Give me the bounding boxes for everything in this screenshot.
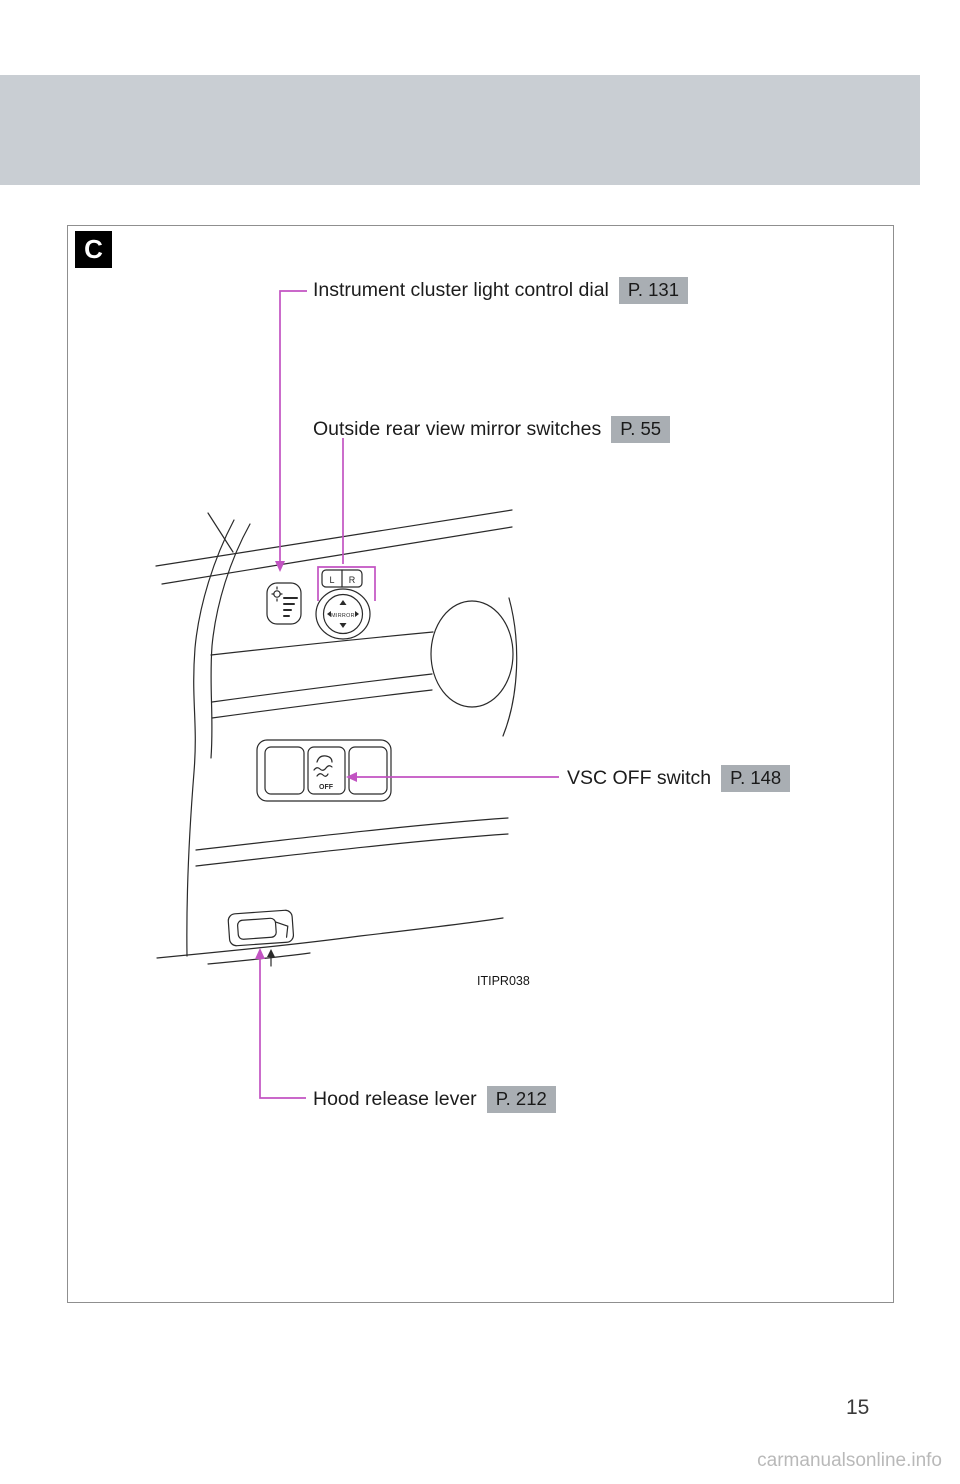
header-band [0, 75, 920, 185]
callout-instrument-dial-label: Instrument cluster light control dial [313, 279, 609, 301]
callout-mirror-switches-page-ref: P. 55 [611, 416, 671, 443]
callout-hood-lever-page-ref: P. 212 [486, 1086, 556, 1113]
callout-vsc-switch-page-ref: P. 148 [721, 765, 791, 792]
callout-vsc-switch-label: VSC OFF switch [567, 767, 712, 789]
callout-hood-lever-label: Hood release lever [313, 1088, 477, 1110]
callout-mirror-switches: Outside rear view mirror switches P. 55 [313, 416, 671, 443]
callout-hood-lever: Hood release lever P. 212 [313, 1086, 556, 1113]
section-label-badge: C [75, 231, 112, 268]
callout-instrument-dial: Instrument cluster light control dial P.… [313, 277, 688, 304]
callout-instrument-dial-page-ref: P. 131 [618, 277, 688, 304]
callout-vsc-switch: VSC OFF switch P. 148 [567, 765, 791, 792]
page-number: 15 [846, 1396, 870, 1419]
diagram-image-code: ITIPR038 [477, 974, 530, 988]
callout-mirror-switches-label: Outside rear view mirror switches [313, 418, 602, 440]
content-panel [67, 225, 894, 1303]
watermark: carmanualsonline.info [757, 1450, 942, 1471]
